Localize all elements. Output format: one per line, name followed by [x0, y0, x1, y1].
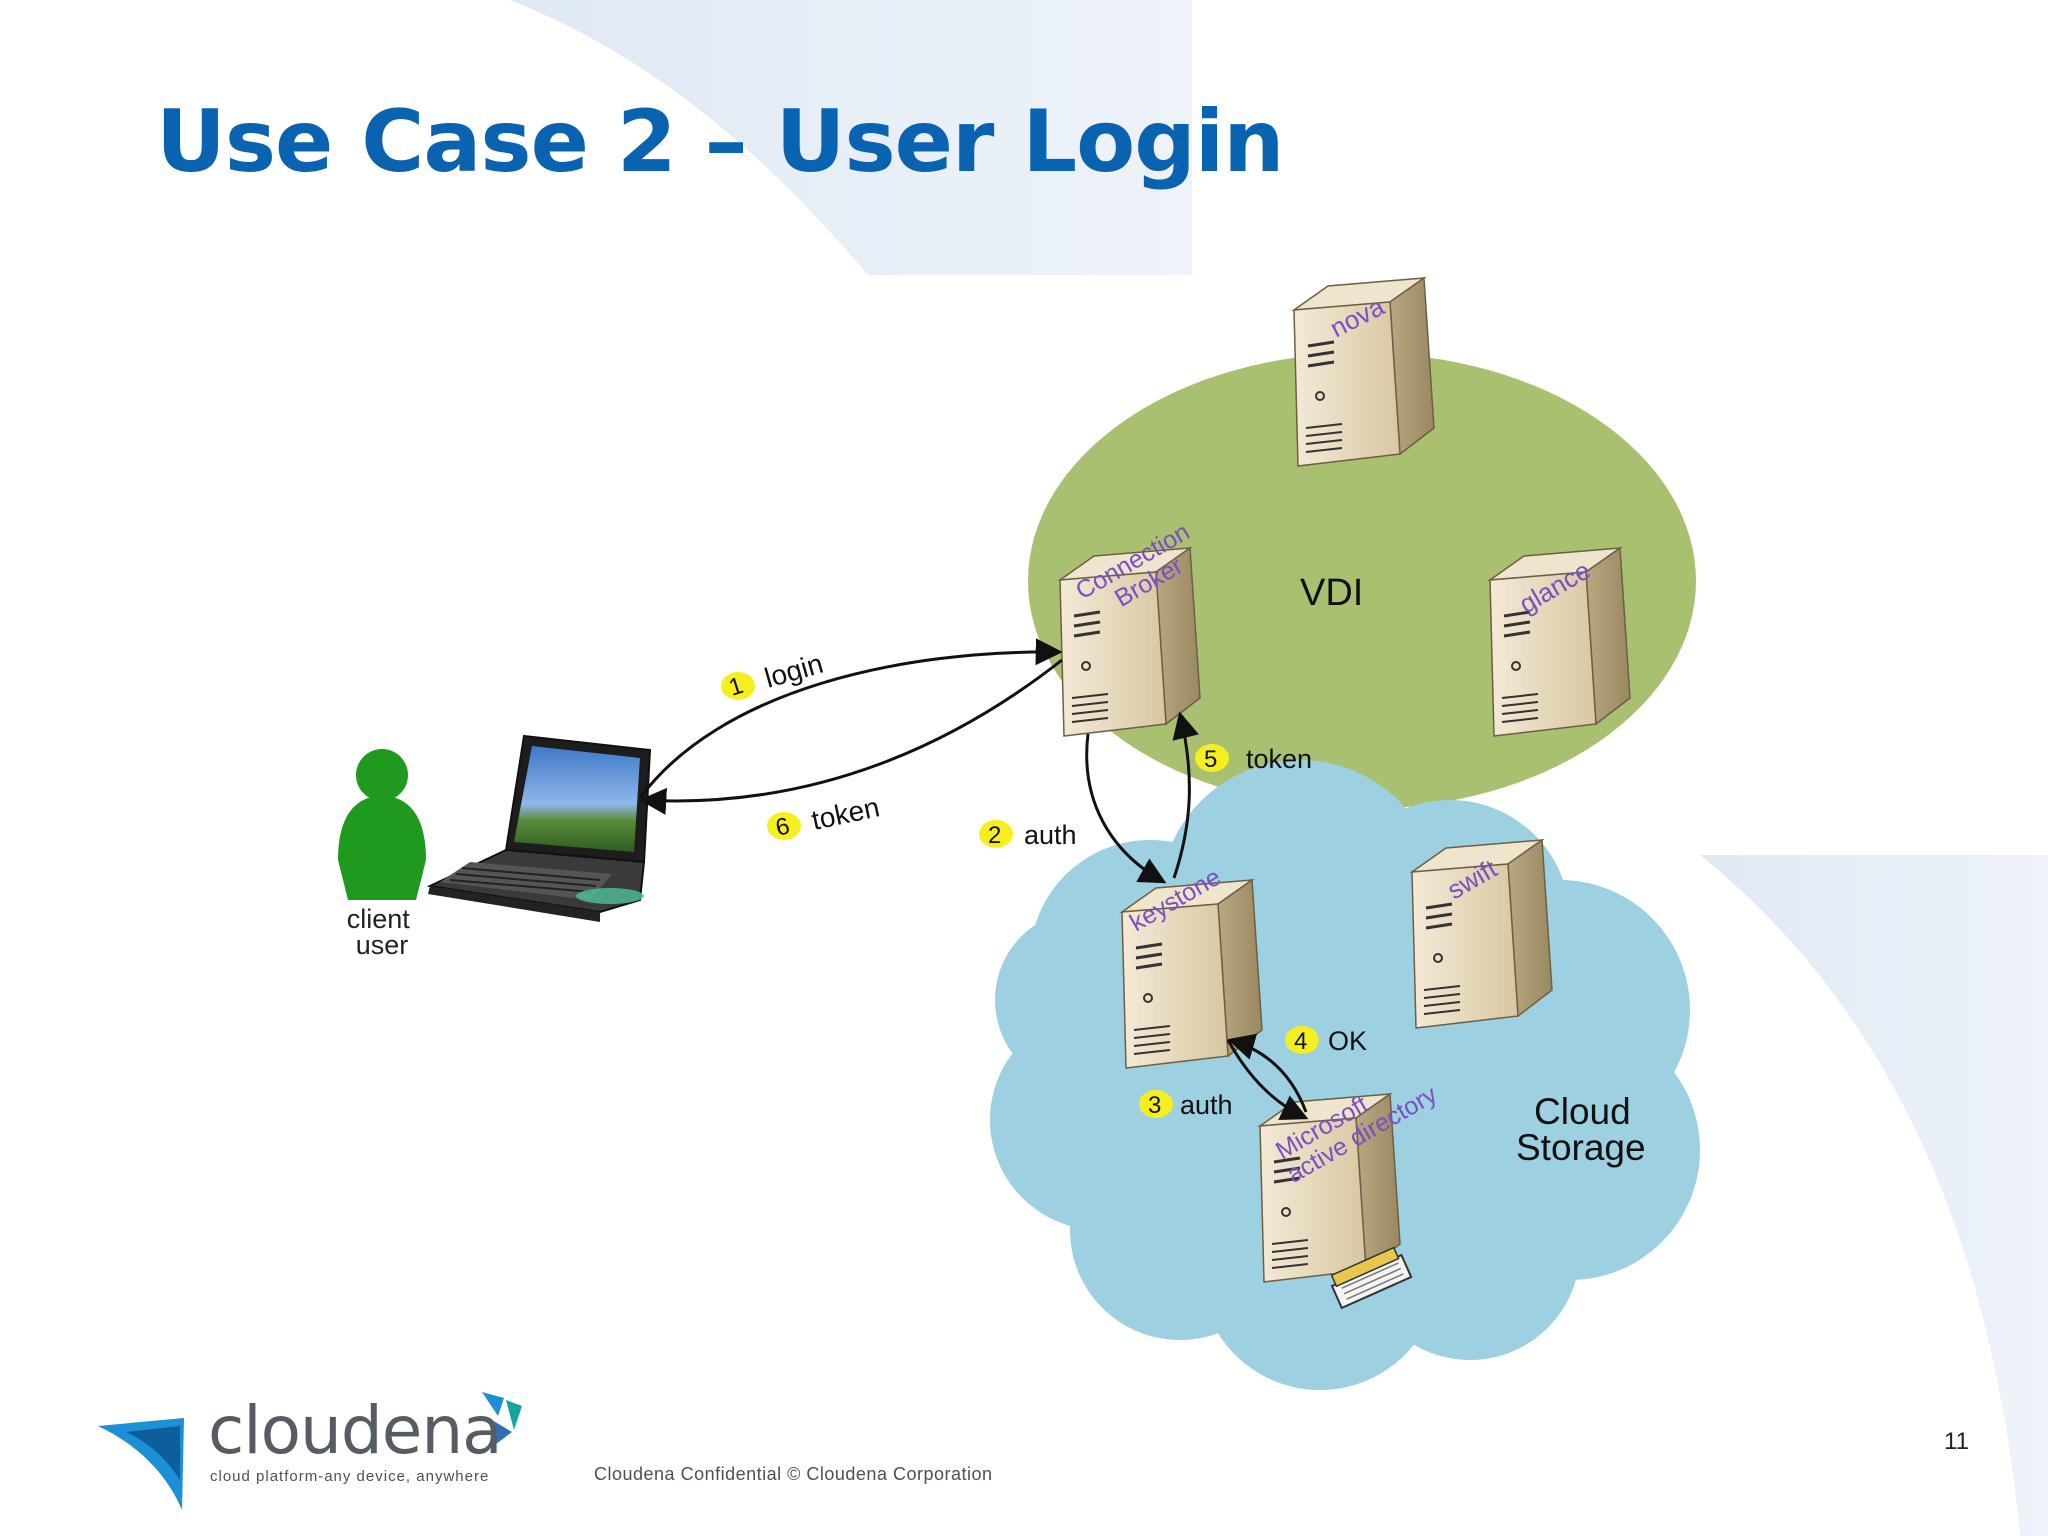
vdi-label: VDI — [1300, 572, 1363, 614]
step-6-number: 6 — [773, 812, 792, 841]
logo-accent-icon — [482, 1392, 522, 1444]
arrow-login — [638, 638, 1063, 799]
directory-book-icon — [1330, 1246, 1413, 1310]
step-2-label: auth — [1024, 820, 1077, 850]
swift-server: swift — [1410, 838, 1554, 1030]
step-5-label: token — [1246, 744, 1312, 774]
arrow-ok-to-keystone — [1227, 1033, 1308, 1113]
nova-server: nova — [1292, 276, 1436, 468]
step-3-label: auth — [1180, 1090, 1233, 1120]
logo-tagline: cloud platform-any device, anywhere — [210, 1468, 490, 1485]
background-swoosh-top — [510, 0, 1192, 275]
confidential-notice: Cloudena Confidential © Cloudena Corpora… — [594, 1464, 993, 1484]
client-user-label: client user — [347, 904, 418, 960]
background-swoosh-right — [1700, 855, 2048, 1536]
page-number: 11 — [1944, 1428, 1969, 1455]
step-1-login: 1 login — [721, 648, 827, 702]
step-5-number: 5 — [1204, 746, 1217, 773]
step-3-number: 3 — [1148, 1092, 1161, 1119]
step-5-token: 5 token — [1195, 744, 1312, 774]
cloud-storage-label: Cloud Storage — [1516, 1091, 1646, 1168]
logo-mark-icon — [98, 1418, 184, 1510]
step-4-number: 4 — [1294, 1028, 1307, 1055]
step-4-ok: 4 OK — [1285, 1026, 1367, 1056]
arrow-auth-to-keystone — [1085, 733, 1167, 884]
glance-server: glance — [1488, 546, 1632, 738]
logo-wordmark: cloudena — [208, 1392, 503, 1469]
arrow-token-to-client — [639, 658, 1063, 815]
step-4-label: OK — [1328, 1026, 1367, 1056]
person-icon — [338, 749, 426, 900]
slide-title: Use Case 2 – User Login — [156, 92, 1284, 192]
step-2-auth: 2 auth — [979, 820, 1077, 850]
cloudena-logo: cloudena cloud platform-any device, anyw… — [96, 1392, 556, 1522]
step-6-label: token — [809, 791, 882, 836]
laptop-icon — [426, 734, 652, 922]
arrow-token-to-broker — [1172, 711, 1199, 879]
step-1-label: login — [761, 648, 826, 694]
step-3-auth: 3 auth — [1139, 1090, 1233, 1120]
step-6-token: 6 token — [767, 791, 882, 842]
step-2-number: 2 — [988, 822, 1001, 849]
